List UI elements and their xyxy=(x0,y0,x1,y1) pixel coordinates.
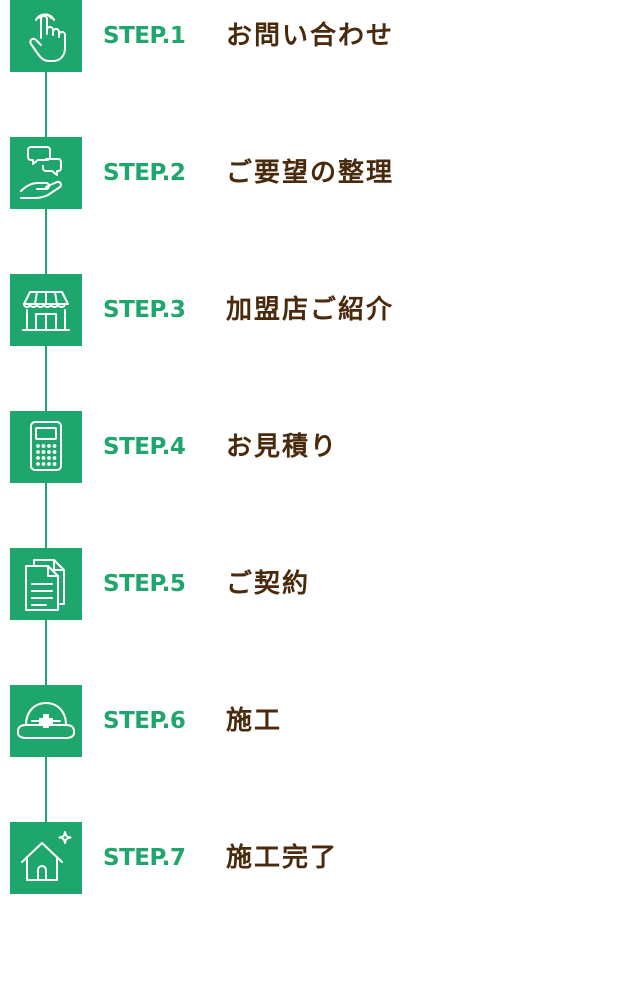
storefront-icon xyxy=(22,291,70,331)
step-icon-box xyxy=(10,274,82,346)
step-icon-box xyxy=(10,0,82,72)
step-5: STEP.5 ご契約 xyxy=(10,548,610,620)
step-6: STEP.6 施工 xyxy=(10,685,610,757)
house-sparkle-icon xyxy=(21,831,72,881)
step-title: ご要望の整理 xyxy=(226,158,395,188)
step-icon-box xyxy=(10,411,82,483)
step-3: STEP.3 加盟店ご紹介 xyxy=(10,274,610,346)
step-icon-box xyxy=(10,822,82,894)
step-icon-box xyxy=(10,548,82,620)
step-number: STEP.1 xyxy=(103,23,186,49)
step-4: STEP.4 お見積り xyxy=(10,411,610,483)
step-1: STEP.1 お問い合わせ xyxy=(10,0,610,72)
step-7: STEP.7 施工完了 xyxy=(10,822,610,894)
step-number: STEP.3 xyxy=(103,297,186,323)
step-title: 施工完了 xyxy=(226,843,339,873)
connector-line xyxy=(45,483,47,548)
chat-hand-icon xyxy=(20,146,62,199)
step-number: STEP.4 xyxy=(103,434,186,460)
step-title: 施工 xyxy=(226,706,283,736)
connector-line xyxy=(45,209,47,274)
helmet-icon xyxy=(17,702,75,739)
step-number: STEP.7 xyxy=(103,845,186,871)
tap-hand-icon xyxy=(29,13,66,62)
step-number: STEP.6 xyxy=(103,708,186,734)
step-title: 加盟店ご紹介 xyxy=(226,295,395,325)
step-icon-box xyxy=(10,137,82,209)
step-number: STEP.5 xyxy=(103,571,186,597)
connector-line xyxy=(45,620,47,685)
step-icon-box xyxy=(10,685,82,757)
step-number: STEP.2 xyxy=(103,160,186,186)
step-title: お見積り xyxy=(226,432,339,462)
connector-line xyxy=(45,346,47,411)
connector-line xyxy=(45,757,47,822)
step-title: ご契約 xyxy=(226,569,311,599)
documents-icon xyxy=(25,559,65,611)
step-2: STEP.2 ご要望の整理 xyxy=(10,137,610,209)
calculator-icon xyxy=(30,421,62,471)
connector-line xyxy=(45,72,47,137)
step-title: お問い合わせ xyxy=(226,21,395,51)
